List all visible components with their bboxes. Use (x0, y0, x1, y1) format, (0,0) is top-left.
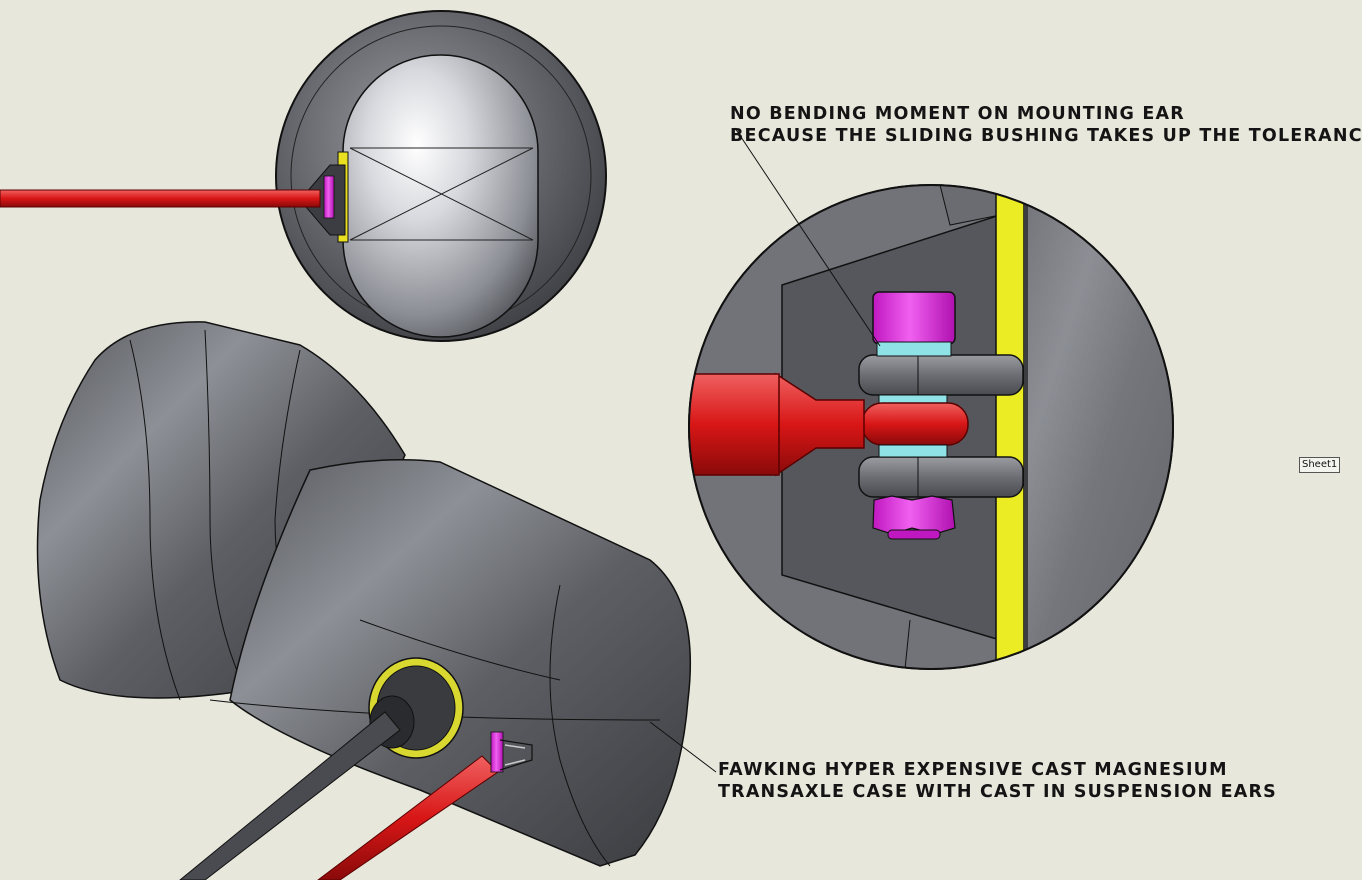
nut (872, 495, 956, 535)
sliding-bushing (876, 341, 952, 357)
end-view-capsule (342, 54, 539, 338)
bolt-head (872, 291, 956, 345)
ear-bolt (490, 731, 504, 773)
bottom-leader-line (649, 721, 717, 773)
rod-end (861, 402, 969, 446)
end-view-assembly (0, 10, 607, 342)
annotation-top-line1: NO BENDING MOMENT ON MOUNTING EAR (730, 104, 1185, 124)
axle-shaft (179, 711, 401, 880)
sheet-tab[interactable]: Sheet1 (1299, 457, 1341, 473)
yellow-shim (995, 185, 1025, 669)
end-view-rod (0, 189, 321, 208)
end-view-bolt (323, 175, 335, 219)
case-body (229, 459, 691, 867)
annotation-sliding-bushing: NO BENDING MOMENT ON MOUNTING EAR BECAUS… (730, 103, 1362, 147)
lower-mounting-ear (858, 456, 1024, 498)
annotation-bottom-line1: FAWKING HYPER EXPENSIVE CAST MAGNESIUM (718, 760, 1228, 780)
annotation-bottom-line2: TRANSAXLE CASE WITH CAST IN SUSPENSION E… (718, 782, 1277, 802)
annotation-top-line2: BECAUSE THE SLIDING BUSHING TAKES UP THE… (730, 126, 1362, 146)
annotation-transaxle-case: FAWKING HYPER EXPENSIVE CAST MAGNESIUM T… (718, 759, 1277, 803)
detail-view (688, 184, 1174, 670)
upper-mounting-ear (858, 354, 1024, 396)
top-leader-line (734, 127, 881, 347)
transaxle-housing (36, 321, 691, 880)
detail-rod (689, 373, 780, 476)
